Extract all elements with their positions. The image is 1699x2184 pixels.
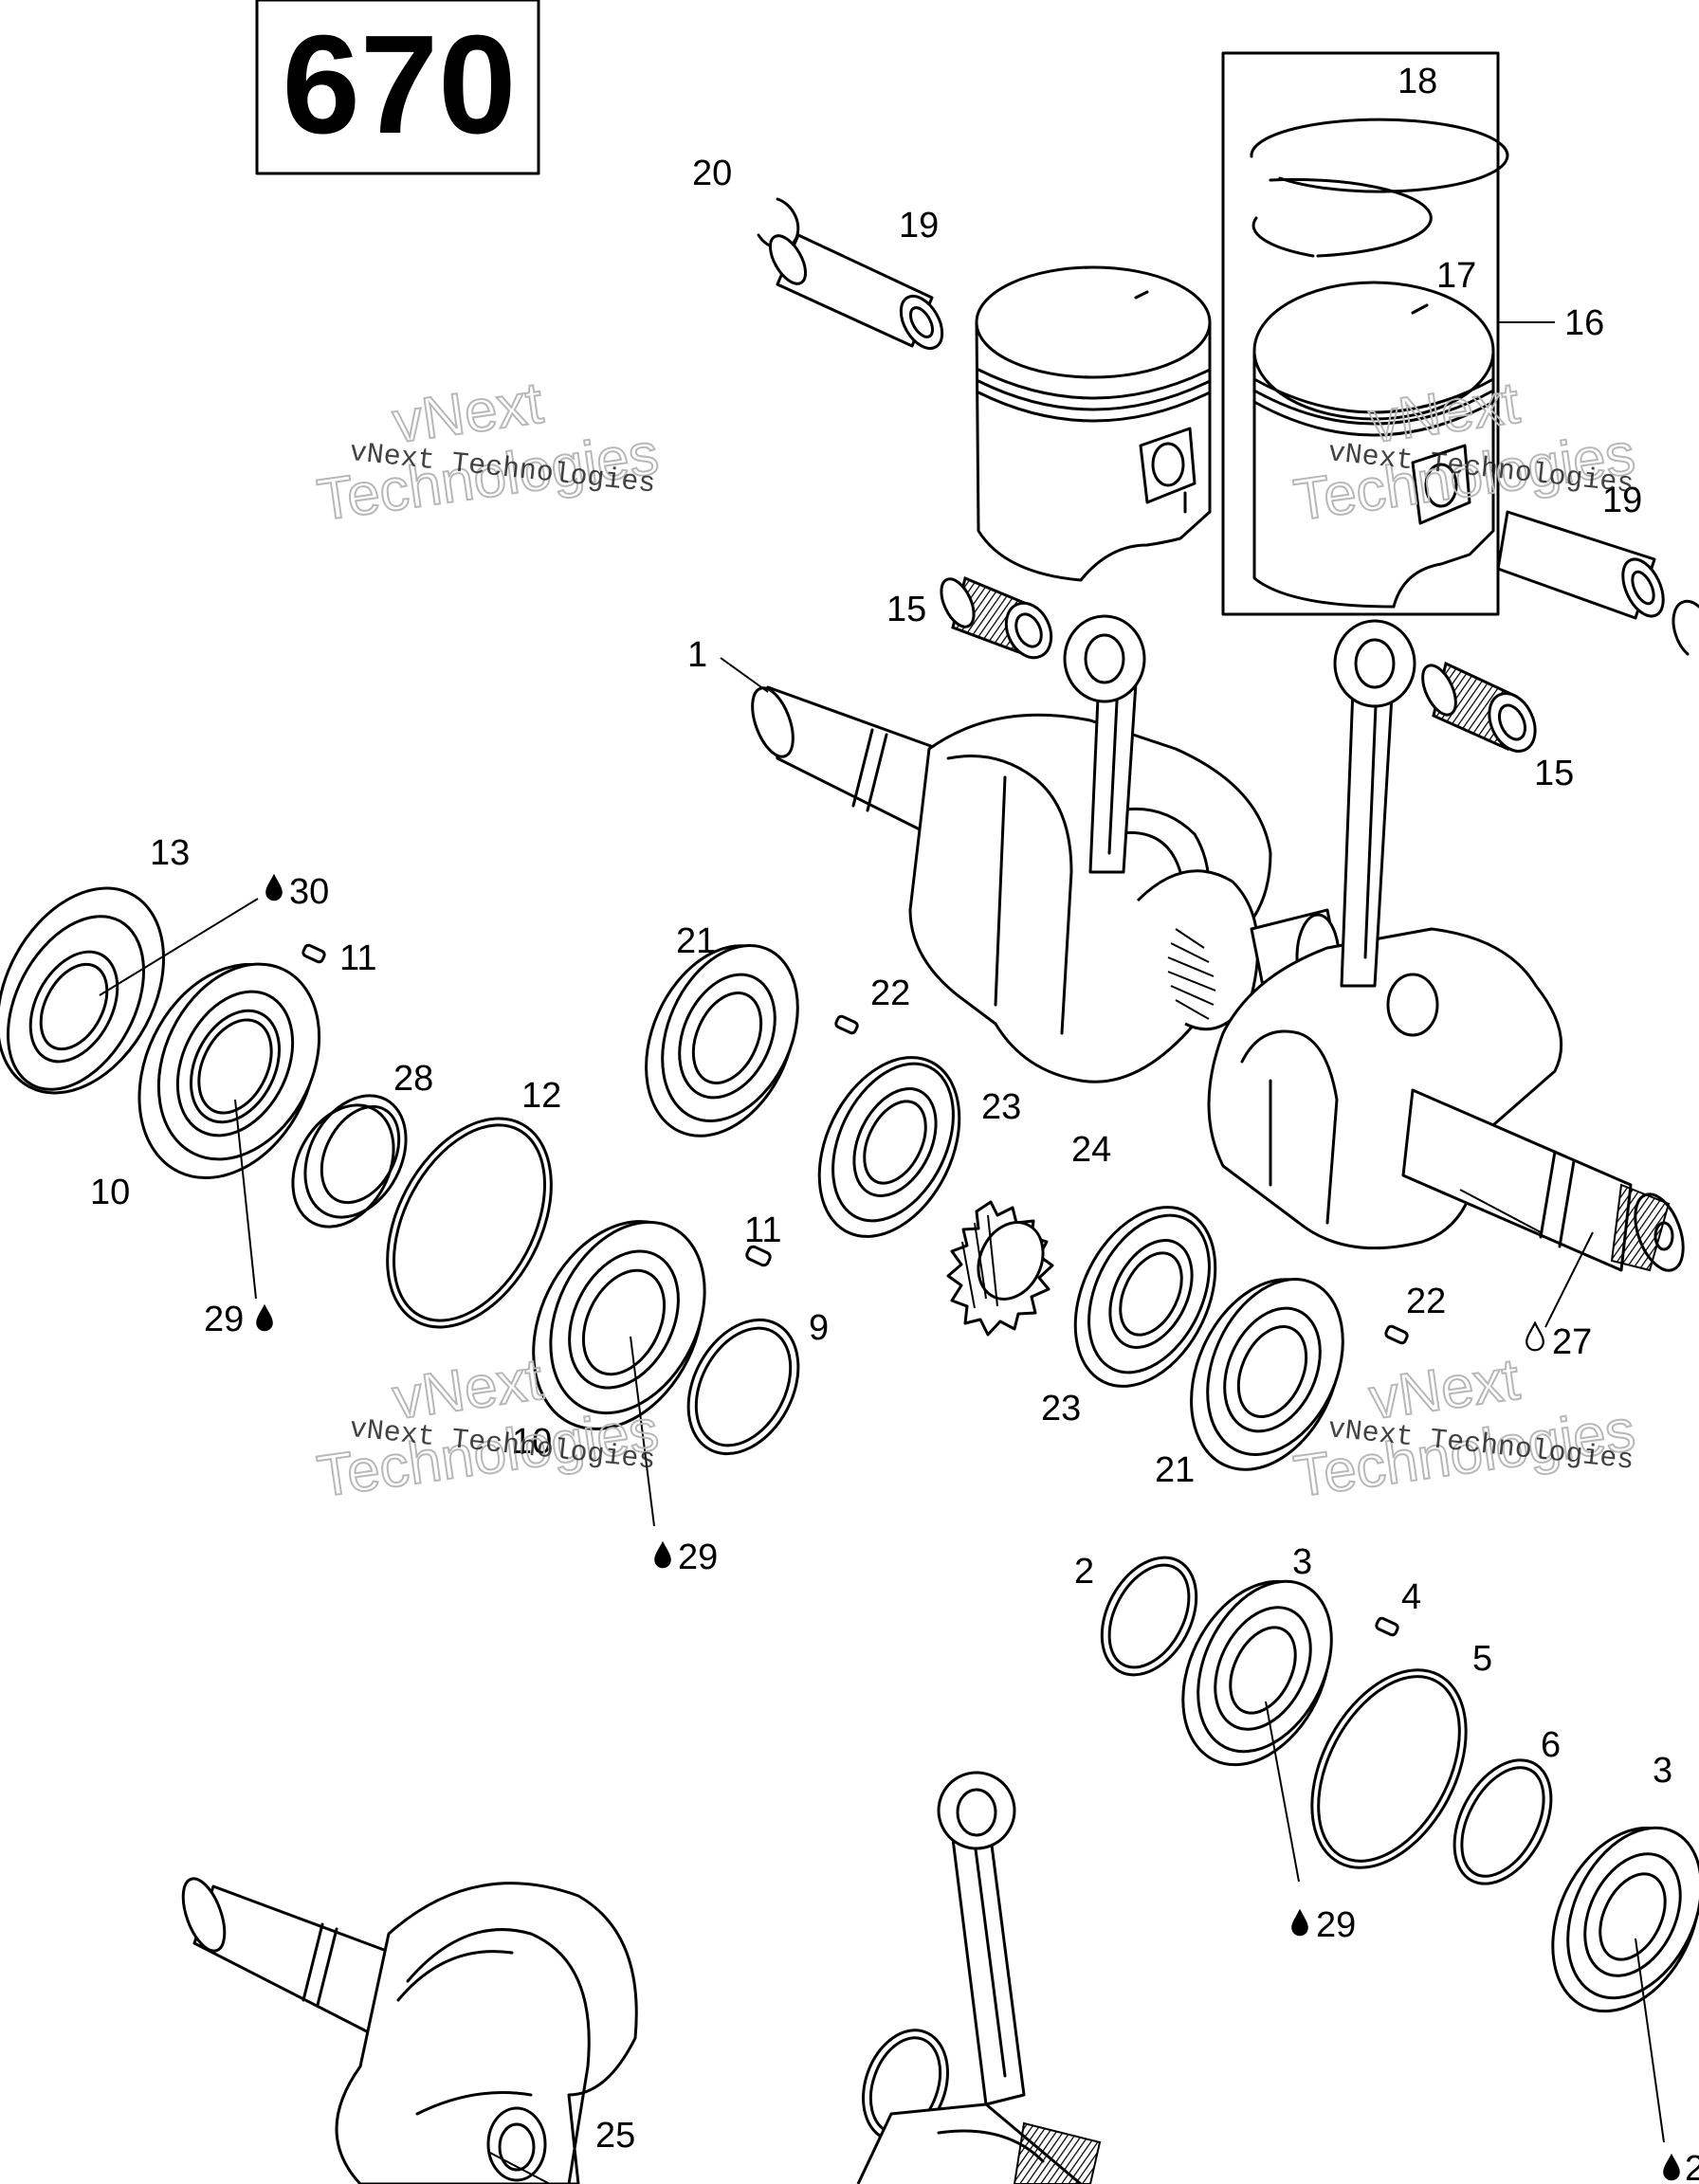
part-24-gear	[946, 1200, 1054, 1337]
leader-lines	[99, 657, 1665, 2184]
drop-icon	[1663, 2153, 1680, 2181]
callout-3: 3	[1292, 1542, 1312, 1582]
part-6-ring	[1452, 1758, 1553, 1885]
callout-29: 29	[204, 1300, 244, 1339]
callout-22b: 22	[1406, 1282, 1446, 1321]
part-23-seal-lower	[1073, 1206, 1217, 1388]
callout-30: 30	[289, 872, 329, 912]
callout-29b: 29	[678, 1538, 718, 1577]
part-piston-left	[975, 265, 1212, 582]
callout-15: 15	[886, 590, 926, 629]
callout-11: 11	[339, 938, 376, 978]
callout-22: 22	[870, 974, 910, 1013]
diagram-title: 670	[283, 7, 517, 163]
callout-15b: 15	[1534, 754, 1574, 793]
part-21-ball-bearing-lower	[1190, 1278, 1344, 1471]
drop-icon	[1291, 1908, 1308, 1937]
part-2-ring	[1100, 1556, 1198, 1677]
part-19-piston-pin-right	[1496, 510, 1699, 656]
part-21-ball-bearing-upper	[645, 944, 799, 1138]
callout-21: 21	[676, 921, 716, 961]
callout-5: 5	[1472, 1639, 1492, 1679]
part-15-needle-bearing-right	[1421, 661, 1537, 753]
callout-10: 10	[90, 1173, 130, 1212]
part-17-piston-right	[1252, 281, 1495, 609]
callout-17: 17	[1436, 256, 1476, 296]
part-11-dowel-pin-top	[301, 943, 326, 964]
drop-icon	[256, 1303, 273, 1332]
callout-21b: 21	[1155, 1450, 1195, 1490]
part-15-needle-bearing-left	[940, 575, 1053, 660]
diagram-title-box: 670	[255, 0, 540, 175]
part-12-ring	[386, 1117, 553, 1329]
callout-13: 13	[150, 833, 190, 873]
callout-19: 19	[899, 206, 939, 246]
callout-9: 9	[809, 1308, 829, 1348]
part-10-ball-bearing-left	[137, 962, 321, 1180]
callout-10b: 10	[512, 1422, 552, 1462]
callout-2: 2	[1074, 1552, 1094, 1592]
part-11-dowel-pin-center	[745, 1245, 772, 1267]
callout-11b: 11	[744, 1210, 781, 1250]
part-1-crankshaft	[751, 614, 1685, 1272]
part-28-spacer	[291, 1094, 408, 1228]
callout-25: 25	[595, 2116, 635, 2156]
part-25-crankshaft-alt	[181, 1877, 638, 2184]
callout-29c: 29	[1316, 1905, 1356, 1945]
part-13-oil-seal	[0, 886, 166, 1095]
callout-labels: 20 19 18 17 16 19 15 15 1 13 30 11 28 12…	[90, 62, 1699, 2184]
callout-23b: 23	[1041, 1389, 1081, 1429]
callout-2-edge: 2	[1685, 2149, 1699, 2184]
callout-18: 18	[1398, 62, 1437, 101]
callout-4: 4	[1401, 1577, 1421, 1617]
callout-6: 6	[1541, 1725, 1561, 1765]
callout-28: 28	[393, 1059, 433, 1099]
part-23-seal-upper	[817, 1056, 961, 1238]
callout-23: 23	[981, 1087, 1021, 1127]
part-19-piston-pin-left	[768, 233, 944, 350]
part-10-ball-bearing-center	[532, 1220, 706, 1430]
callout-12: 12	[521, 1076, 561, 1116]
part-22-dowel-pin-lower	[1384, 1324, 1409, 1345]
callout-27: 27	[1552, 1322, 1592, 1362]
drop-icon	[1525, 1321, 1544, 1352]
part-18-piston-rings	[1250, 118, 1509, 258]
part-4-dowel-pin	[1375, 1616, 1399, 1637]
callout-1: 1	[687, 635, 707, 675]
callout-20: 20	[692, 154, 732, 193]
part-9-ring	[686, 1318, 800, 1456]
callout-16: 16	[1564, 303, 1604, 343]
part-3-ball-bearing-upper	[1181, 1579, 1333, 1767]
callout-19b: 19	[1602, 481, 1642, 520]
callout-3b: 3	[1653, 1751, 1672, 1791]
part-3-ball-bearing-lower	[1551, 1826, 1699, 2013]
callout-24: 24	[1071, 1130, 1111, 1170]
part-5-ring	[1310, 1668, 1468, 1869]
part-connecting-rod-bottom	[856, 1771, 1102, 2184]
part-22-dowel-pin-upper	[834, 1014, 859, 1035]
piston-kit-box	[1221, 51, 1555, 616]
drop-icon	[654, 1540, 671, 1569]
drop-icon	[265, 873, 283, 901]
